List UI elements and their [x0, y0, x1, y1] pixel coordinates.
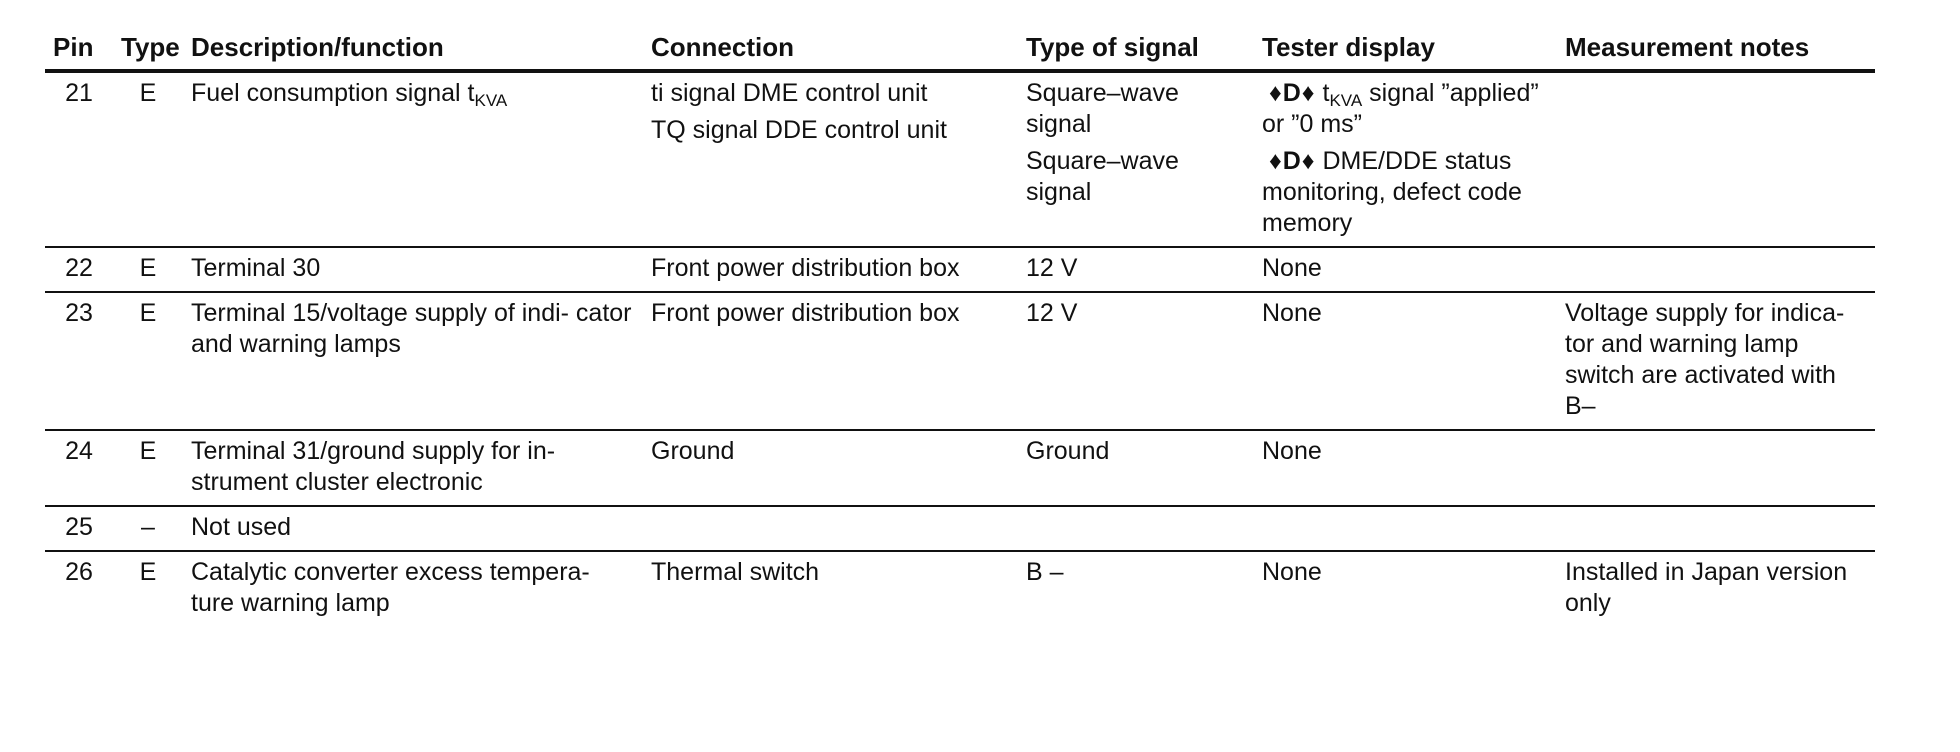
table-row: 24 E Terminal 31/ground supply for in- s… [45, 430, 1875, 506]
table-row: 26 E Catalytic converter excess tempera-… [45, 551, 1875, 626]
cell-description: Terminal 30 [191, 254, 321, 282]
cell-tester: None [1262, 437, 1322, 465]
cell-signal [1018, 506, 1254, 551]
cell-notes [1557, 430, 1875, 506]
diagnosis-tag: ♦D♦ [1268, 147, 1316, 175]
table-header-row: Pin Type Description/function Connection… [45, 28, 1875, 71]
col-header-description: Description/function [191, 32, 444, 62]
diagnosis-tag: ♦D♦ [1268, 79, 1316, 107]
cell-pin: 23 [65, 299, 93, 327]
description-text: Fuel consumption signal t [191, 79, 475, 107]
cell-tester: None [1262, 299, 1322, 327]
cell-connection: ti signal DME control unit TQ signal DDE… [643, 71, 1018, 247]
pin-assignment-sheet: Pin Type Description/function Connection… [45, 28, 1875, 626]
cell-connection: Front power distribution box [651, 299, 960, 327]
col-header-connection: Connection [651, 32, 794, 62]
cell-description: Terminal 15/voltage supply of indi- cato… [191, 299, 632, 358]
cell-signal: Ground [1026, 437, 1110, 465]
signal-line: Square–wave signal [1026, 79, 1179, 138]
cell-signal: Square–wave signal Square–wave signal [1018, 71, 1254, 247]
cell-tester: None [1262, 254, 1322, 282]
table-row: 21 E Fuel consumption signal tKVA ti sig… [45, 71, 1875, 247]
cell-pin: 21 [65, 79, 93, 107]
connection-line: TQ signal DDE control unit [651, 116, 947, 144]
cell-type: E [139, 558, 157, 586]
cell-pin: 25 [65, 513, 93, 541]
cell-signal: 12 V [1026, 299, 1078, 327]
cell-type: – [141, 513, 155, 541]
signal-line: Square–wave signal [1026, 147, 1179, 206]
cell-type: E [139, 254, 157, 282]
tester-subscript: KVA [1329, 91, 1363, 110]
col-header-signal: Type of signal [1026, 32, 1199, 62]
cell-notes: Installed in Japan version only [1565, 558, 1848, 617]
connection-line: ti signal DME control unit [651, 79, 928, 107]
cell-pin: 26 [65, 558, 93, 586]
tester-prefix: t [1322, 79, 1330, 107]
cell-pin: 22 [65, 254, 93, 282]
pin-assignment-table: Pin Type Description/function Connection… [45, 28, 1875, 626]
cell-connection: Thermal switch [651, 558, 820, 586]
cell-type: E [139, 437, 157, 465]
cell-signal: B – [1026, 558, 1064, 586]
cell-description: Fuel consumption signal tKVA [183, 71, 643, 247]
cell-notes: Voltage supply for indica- tor and warni… [1565, 299, 1845, 420]
col-header-pin: Pin [53, 32, 94, 62]
cell-tester: None [1262, 558, 1322, 586]
cell-type: E [139, 79, 157, 107]
col-header-tester: Tester display [1262, 32, 1435, 62]
cell-tester [1254, 506, 1557, 551]
cell-notes [1557, 506, 1875, 551]
tester-text: DME/DDE status monitoring, defect code m… [1262, 147, 1522, 237]
table-row: 22 E Terminal 30 Front power distributio… [45, 247, 1875, 292]
cell-tester: ♦D♦ tKVA signal ”applied” or ”0 ms” ♦D♦ … [1254, 71, 1557, 247]
cell-description: Catalytic converter excess tempera- ture… [191, 558, 590, 617]
cell-connection: Front power distribution box [651, 254, 960, 282]
col-header-type: Type [121, 32, 180, 62]
description-subscript: KVA [474, 91, 508, 110]
cell-notes [1557, 71, 1875, 247]
tester-text: signal ”applied” or ”0 ms” [1262, 79, 1539, 138]
col-header-notes: Measurement notes [1565, 32, 1810, 62]
table-row: 23 E Terminal 15/voltage supply of indi-… [45, 292, 1875, 430]
cell-connection [643, 506, 1018, 551]
table-row: 25 – Not used [45, 506, 1875, 551]
cell-signal: 12 V [1026, 254, 1078, 282]
tester-entry: ♦D♦ tKVA signal ”applied” or ”0 ms” [1262, 78, 1549, 140]
cell-notes [1557, 247, 1875, 292]
cell-type: E [139, 299, 157, 327]
cell-description: Not used [191, 513, 292, 541]
cell-connection: Ground [651, 437, 735, 465]
cell-pin: 24 [65, 437, 93, 465]
cell-description: Terminal 31/ground supply for in- strume… [191, 437, 556, 496]
tester-entry: ♦D♦ DME/DDE status monitoring, defect co… [1262, 146, 1549, 239]
